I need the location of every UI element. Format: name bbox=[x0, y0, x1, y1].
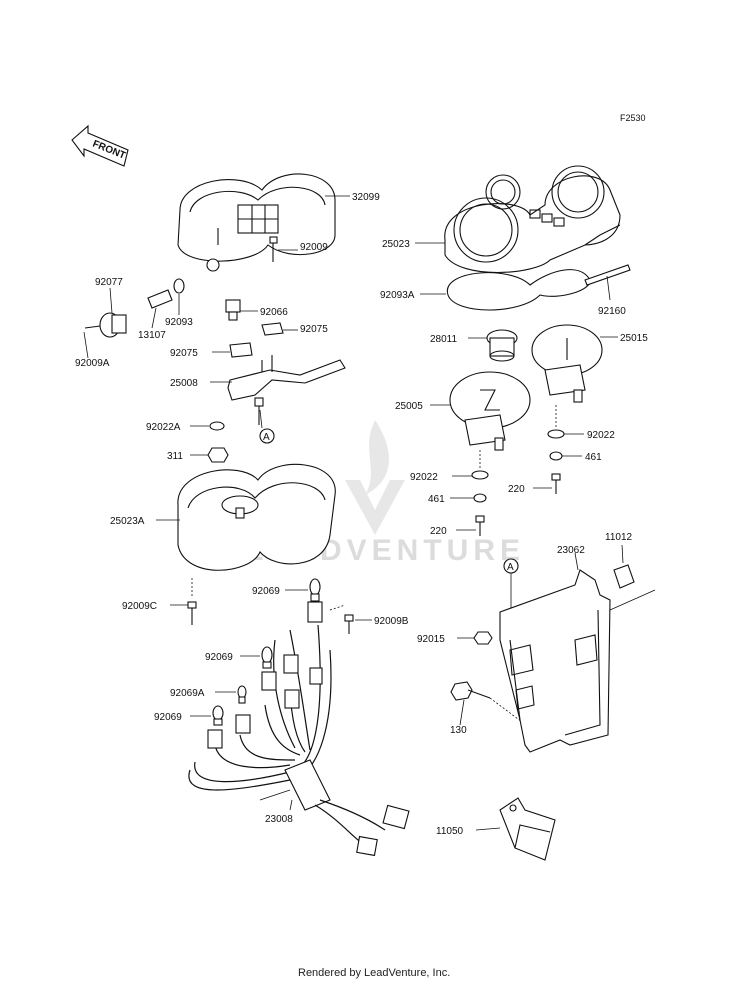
svg-text:A: A bbox=[507, 562, 514, 573]
wire-harness-23008 bbox=[188, 601, 410, 857]
callout-a-right: A bbox=[503, 558, 519, 612]
upper-meter-cover-32099 bbox=[177, 173, 336, 272]
indicator-28011 bbox=[486, 329, 518, 362]
screw-220-right bbox=[551, 473, 561, 494]
grommet-92066 bbox=[225, 299, 241, 321]
label-92075-upper: 92075 bbox=[300, 324, 328, 335]
footer-credit: Rendered by LeadVenture, Inc. bbox=[298, 967, 450, 979]
label-92009B: 92009B bbox=[374, 616, 409, 627]
gasket-92093A bbox=[447, 269, 591, 311]
front-arrow-icon: FRONT bbox=[71, 124, 129, 167]
label-25005: 25005 bbox=[395, 401, 423, 412]
label-92009: 92009 bbox=[300, 242, 328, 253]
label-28011: 28011 bbox=[430, 334, 458, 345]
bulb-92069A bbox=[237, 685, 247, 704]
label-461-left: 461 bbox=[428, 494, 445, 505]
strip-92160 bbox=[584, 264, 631, 286]
bracket-23062 bbox=[499, 569, 656, 753]
label-25015: 25015 bbox=[620, 333, 648, 344]
label-92022-left: 92022 bbox=[410, 472, 438, 483]
label-23062: 23062 bbox=[557, 545, 585, 556]
label-92069-bottom: 92069 bbox=[154, 712, 182, 723]
label-32099: 32099 bbox=[352, 192, 380, 203]
label-25023: 25023 bbox=[382, 239, 410, 250]
screw-92009C bbox=[187, 601, 197, 625]
label-92022-right: 92022 bbox=[587, 430, 615, 441]
label-11012: 11012 bbox=[605, 532, 633, 543]
label-11050: 11050 bbox=[436, 826, 464, 837]
label-92093A: 92093A bbox=[380, 290, 415, 301]
label-25023A: 25023A bbox=[110, 516, 145, 527]
label-92022A: 92022A bbox=[146, 422, 181, 433]
svg-text:A: A bbox=[263, 432, 270, 443]
bulb-92069-bottom bbox=[212, 705, 224, 726]
cushion-92075-lower bbox=[229, 342, 253, 358]
callout-a-left: A bbox=[259, 409, 275, 444]
shaft-13107 bbox=[147, 289, 173, 309]
label-311: 311 bbox=[167, 451, 183, 462]
bolt-130 bbox=[450, 681, 523, 723]
bulb-92069-mid bbox=[261, 646, 273, 669]
label-130: 130 bbox=[450, 725, 467, 736]
washer-92022-right bbox=[547, 405, 565, 439]
screw-92009 bbox=[269, 236, 278, 262]
label-220-left: 220 bbox=[430, 526, 447, 537]
bulb-92069-top bbox=[309, 578, 321, 602]
figure-code: F2530 bbox=[620, 113, 646, 123]
nut-461-left bbox=[473, 493, 487, 503]
label-92075-lower: 92075 bbox=[170, 348, 198, 359]
label-92077: 92077 bbox=[95, 277, 123, 288]
cap-11012 bbox=[613, 564, 635, 589]
label-92066: 92066 bbox=[260, 307, 288, 318]
label-23008: 23008 bbox=[265, 814, 293, 825]
meter-case-25023 bbox=[444, 165, 621, 274]
label-461-right: 461 bbox=[585, 452, 602, 463]
label-92093: 92093 bbox=[165, 317, 193, 328]
screw-220-left bbox=[475, 515, 485, 536]
cushion-92075-upper bbox=[261, 322, 284, 336]
bracket-11050 bbox=[499, 797, 556, 861]
lower-meter-case-25023A bbox=[177, 463, 336, 571]
nut-461-right bbox=[549, 451, 563, 461]
screw-92009B bbox=[329, 604, 354, 634]
meter-25005 bbox=[449, 371, 531, 451]
oring-92093 bbox=[173, 278, 185, 294]
washer-92022A bbox=[209, 421, 225, 431]
label-25008: 25008 bbox=[170, 378, 198, 389]
label-92069-mid: 92069 bbox=[205, 652, 233, 663]
label-92015: 92015 bbox=[417, 634, 445, 645]
meter-25015 bbox=[531, 324, 603, 403]
label-92009C: 92009C bbox=[122, 601, 157, 612]
label-220-right: 220 bbox=[508, 484, 525, 495]
label-92069-top: 92069 bbox=[252, 586, 280, 597]
nut-311 bbox=[207, 447, 229, 463]
nut-92015 bbox=[473, 631, 493, 645]
washer-92022-left bbox=[471, 450, 489, 480]
knob-92077 bbox=[84, 312, 127, 338]
label-13107: 13107 bbox=[138, 330, 166, 341]
label-92069A: 92069A bbox=[170, 688, 205, 699]
label-92009A: 92009A bbox=[75, 358, 110, 369]
label-92160: 92160 bbox=[598, 306, 626, 317]
bracket-25008 bbox=[227, 355, 346, 425]
